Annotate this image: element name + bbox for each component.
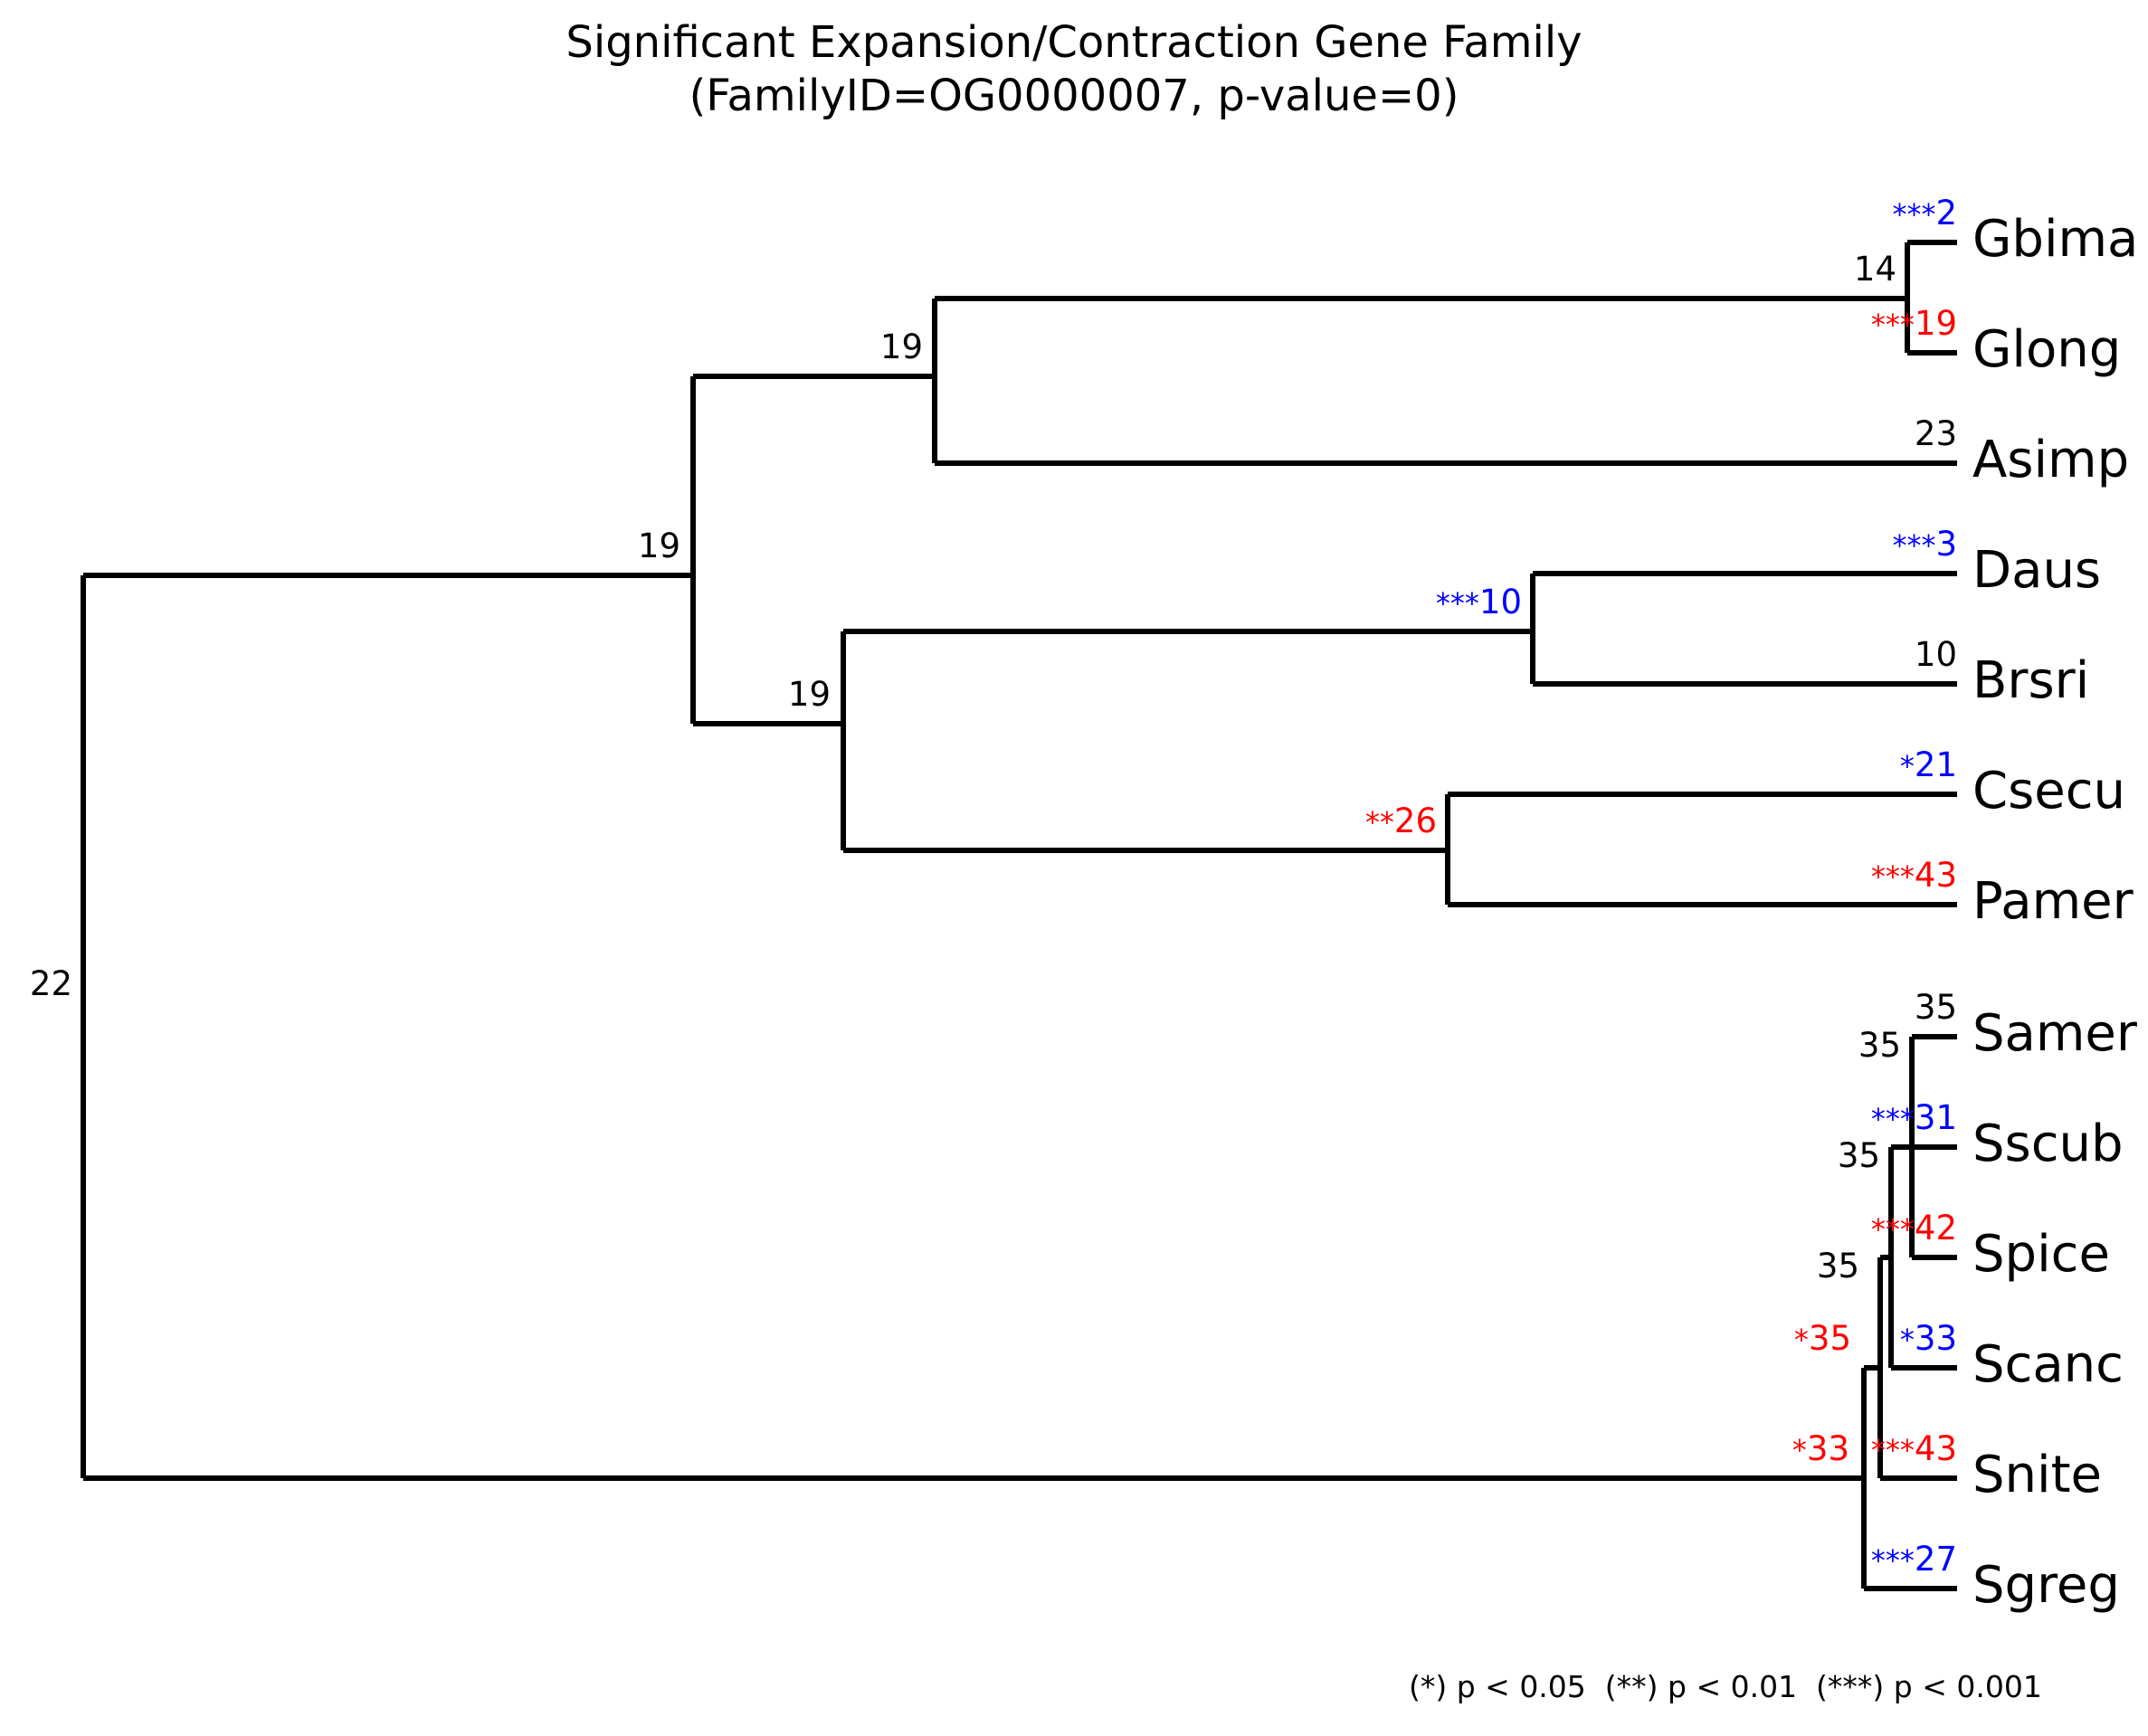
node-count-clade-samer-sscub: 35: [1858, 1026, 1901, 1065]
leaf-label-spice: Spice: [1972, 1225, 2110, 1284]
node-count-clade-gga: 19: [880, 327, 923, 366]
leaf-counts: ***2 ***19 23 ***3 10 *21 ***43 35 ***31…: [1871, 194, 1957, 1579]
leaf-count-samer: 35: [1915, 988, 1957, 1027]
leaf-label-asimp: Asimp: [1972, 431, 2129, 489]
leaf-label-daus: Daus: [1972, 541, 2101, 600]
node-count-root: 22: [30, 964, 72, 1003]
leaf-count-snite: ***43: [1871, 1429, 1957, 1468]
leaf-count-gbima: ***2: [1892, 194, 1957, 232]
leaf-count-daus: ***3: [1892, 525, 1957, 564]
node-count-clade-sgreg: *33: [1792, 1429, 1849, 1468]
leaf-count-sgreg: ***27: [1871, 1540, 1957, 1579]
leaf-label-brsri: Brsri: [1972, 651, 2089, 710]
node-count-clade-csecu-pamer: **26: [1365, 802, 1437, 840]
node-count-clade-scanc: 35: [1817, 1247, 1859, 1285]
node-count-clade-all-but-s: 19: [638, 526, 680, 565]
node-count-clade-daus-brsri: ***10: [1436, 583, 1522, 621]
leaf-count-csecu: *21: [1900, 745, 1957, 784]
node-count-clade-snite: *35: [1794, 1319, 1851, 1358]
leaf-labels: Gbima Glong Asimp Daus Brsri Csecu Pamer…: [1972, 210, 2138, 1615]
leaf-label-samer: Samer: [1972, 1004, 2138, 1063]
leaf-label-snite: Snite: [1972, 1446, 2102, 1504]
leaf-label-sgreg: Sgreg: [1972, 1556, 2120, 1615]
leaf-count-scanc: *33: [1900, 1319, 1957, 1358]
leaf-count-sscub: ***31: [1871, 1098, 1957, 1137]
leaf-label-scanc: Scanc: [1972, 1335, 2124, 1394]
leaf-label-gbima: Gbima: [1972, 210, 2138, 269]
leaf-label-glong: Glong: [1972, 320, 2121, 379]
node-count-clade-dbcp: 19: [788, 675, 831, 714]
node-count-clade-spice: 35: [1838, 1136, 1880, 1175]
leaf-label-pamer: Pamer: [1972, 872, 2134, 931]
leaf-label-csecu: Csecu: [1972, 762, 2125, 821]
leaf-count-glong: ***19: [1871, 304, 1957, 343]
tree-branches: [81, 240, 1957, 1591]
leaf-count-asimp: 23: [1915, 414, 1957, 453]
leaf-count-spice: ***42: [1871, 1209, 1957, 1247]
leaf-count-brsri: 10: [1915, 635, 1957, 674]
significance-legend: (*) p < 0.05 (**) p < 0.01 (***) p < 0.0…: [1409, 1669, 2042, 1704]
leaf-count-pamer: ***43: [1871, 856, 1957, 895]
internal-node-counts: 22 19 19 14 19 ***10 **26 35 35 35 *35 *…: [30, 250, 1901, 1468]
leaf-label-sscub: Sscub: [1972, 1115, 2124, 1173]
node-count-clade-gbima-glong: 14: [1854, 250, 1896, 289]
